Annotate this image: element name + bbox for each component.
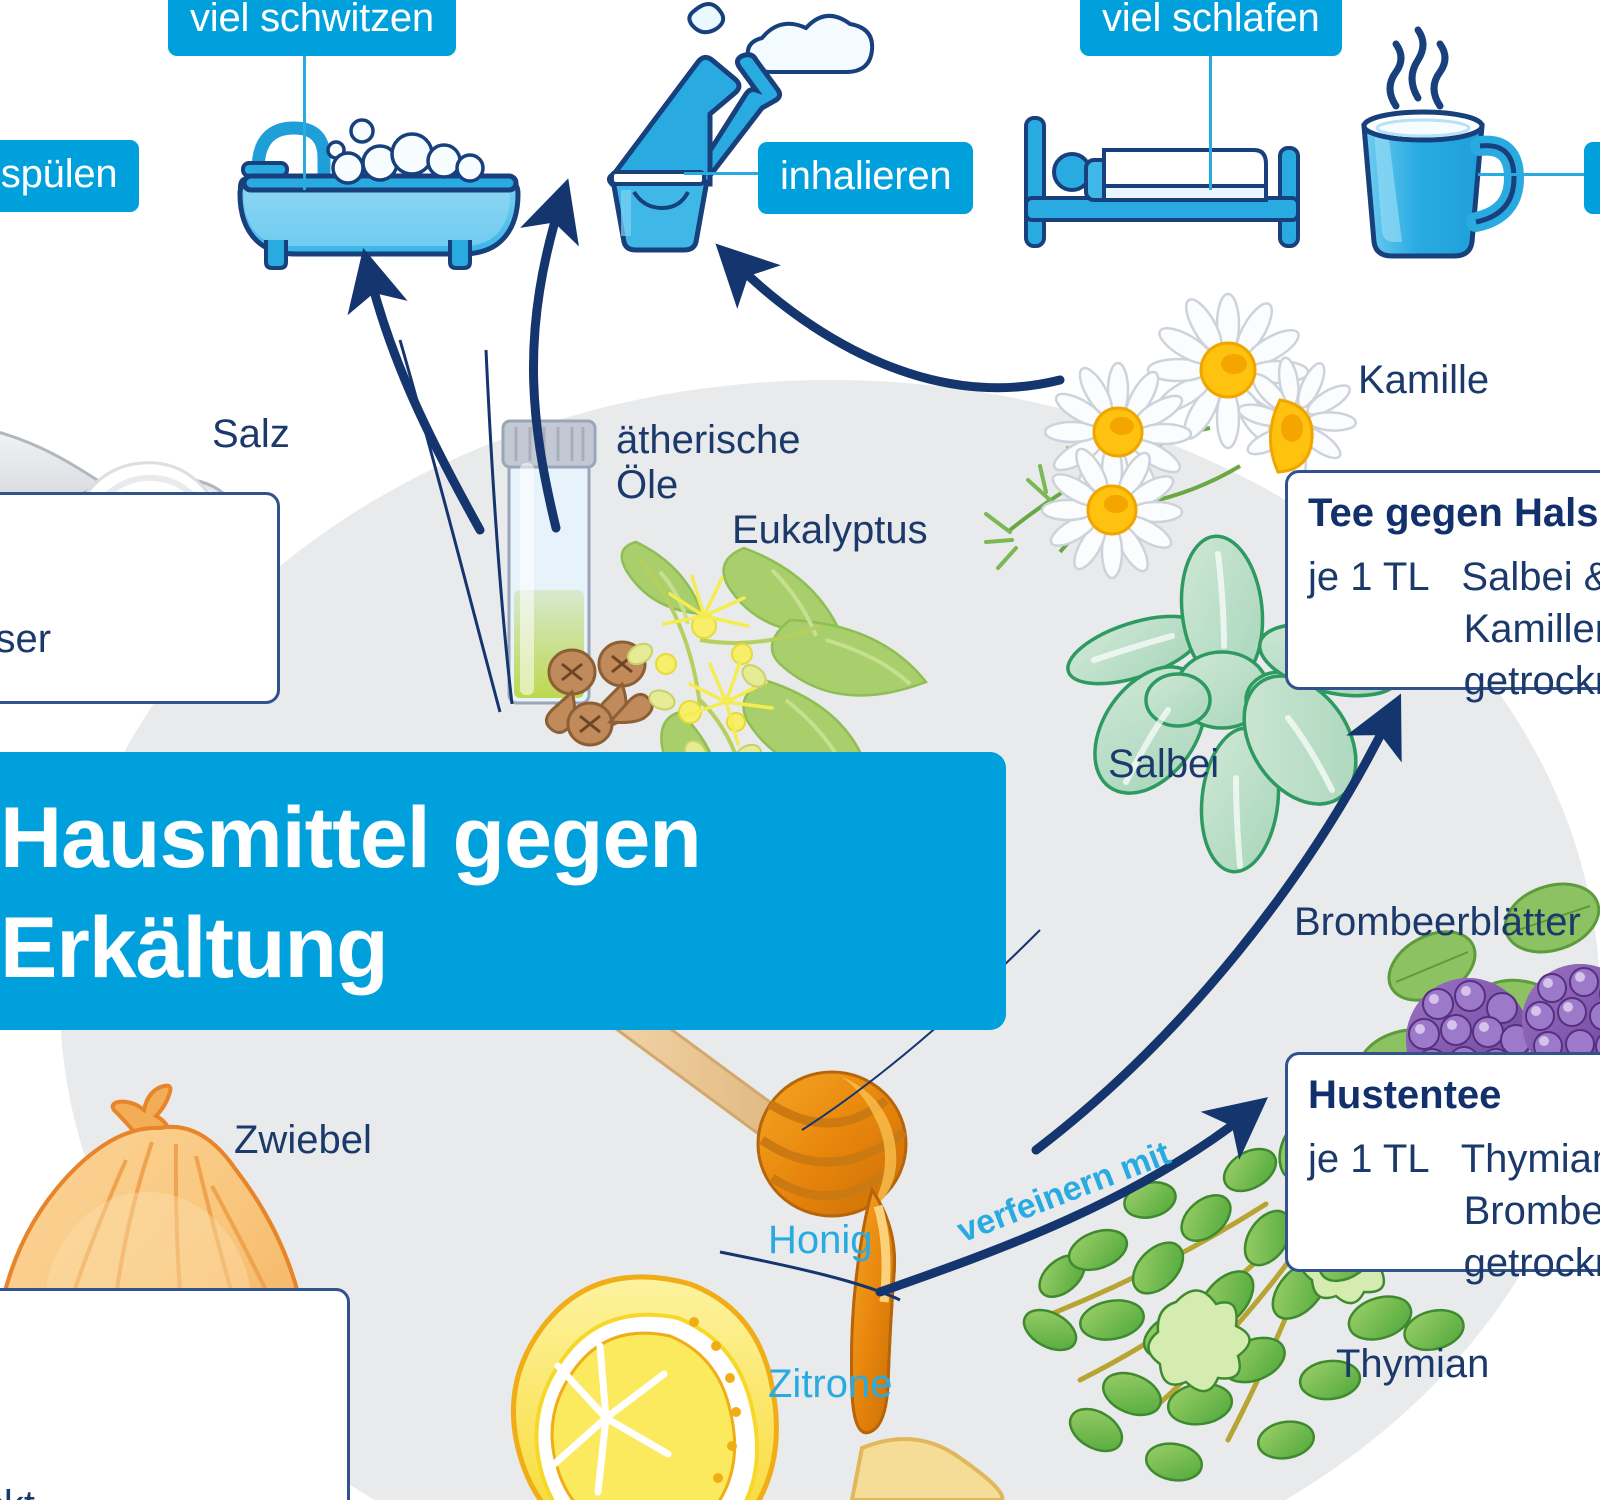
leader-honey-up <box>801 929 1041 1131</box>
label-thymian: Thymian <box>1336 1342 1490 1386</box>
connector-trinken <box>1478 173 1588 176</box>
label-salbei: Salbei <box>1108 742 1220 786</box>
arrow-to-inhaler-right <box>715 243 1065 393</box>
arrow-to-bathtub <box>347 247 485 535</box>
title-banner-line1: Hausmittel gegen <box>0 790 702 886</box>
pill-viel-trinken[interactable]: v <box>1584 142 1600 214</box>
pill-nase-spuelen[interactable]: ase spülen <box>0 140 140 212</box>
card-hustentee-title: Hustentee <box>1308 1073 1502 1117</box>
label-zitrone: Zitrone <box>768 1362 893 1406</box>
card-salzloesung[interactable]: ung rmes Wasser <box>0 492 280 704</box>
pill-viel-schlafen[interactable]: viel schlafen <box>1080 0 1342 56</box>
card-zwiebelsirup[interactable]: p szucker trone el fein gehackt <box>0 1288 350 1500</box>
connector-inhalieren <box>684 172 774 175</box>
card-hustentee[interactable]: Hustentee je 1 TL Thymian Brombee getroc… <box>1285 1052 1600 1285</box>
pill-inhalieren[interactable]: inhalieren <box>758 142 974 214</box>
inhaler-icon <box>606 2 875 253</box>
leader-oil-2 <box>484 349 514 705</box>
label-honig: Honig <box>768 1218 873 1262</box>
connector-schwitzen <box>303 42 306 190</box>
arrow-to-hustentee <box>875 1097 1269 1297</box>
clove-icon <box>545 640 654 747</box>
bed-icon <box>1024 116 1300 248</box>
label-eukalyptus: Eukalyptus <box>732 508 928 552</box>
label-brombeerblaetter: Brombeerblätter <box>1294 900 1581 944</box>
mug-icon <box>1361 26 1525 259</box>
label-zwiebel: Zwiebel <box>234 1118 372 1162</box>
arrow-to-tee-halsschmerzen <box>1031 693 1402 1155</box>
title-banner: Hausmittel gegen Erkältung <box>0 752 1006 1030</box>
honey-drip-front <box>850 1186 896 1435</box>
pill-viel-schwitzen[interactable]: viel schwitzen <box>168 0 456 56</box>
chamomile-icon <box>984 292 1358 580</box>
card-tee-halsschmerzen-body: je 1 TL Salbei & Kamillen getrockn <box>1308 555 1600 703</box>
leader-oil-1 <box>398 339 502 713</box>
leader-honey <box>719 1250 901 1302</box>
card-zwiebelsirup-body: szucker trone el fein gehackt <box>0 1375 35 1500</box>
card-salzloesung-body: rmes Wasser <box>0 617 52 661</box>
label-salz: Salz <box>212 412 290 456</box>
lemon-icon <box>510 1274 1005 1500</box>
eucalyptus-icon <box>620 540 929 820</box>
card-tee-halsschmerzen[interactable]: Tee gegen Halss je 1 TL Salbei & Kamille… <box>1285 470 1600 703</box>
arrow-to-inhaler-left <box>520 178 579 533</box>
card-hustentee-body: je 1 TL Thymian Brombee getrockn <box>1308 1137 1600 1285</box>
label-aetherische-oele: ätherische Öle <box>616 418 801 507</box>
chamomile-flower <box>1040 292 1358 580</box>
connector-schlafen <box>1209 40 1212 190</box>
label-kamille: Kamille <box>1358 358 1490 402</box>
card-tee-halsschmerzen-title: Tee gegen Halss <box>1308 491 1600 535</box>
title-banner-line2: Erkältung <box>0 900 389 996</box>
